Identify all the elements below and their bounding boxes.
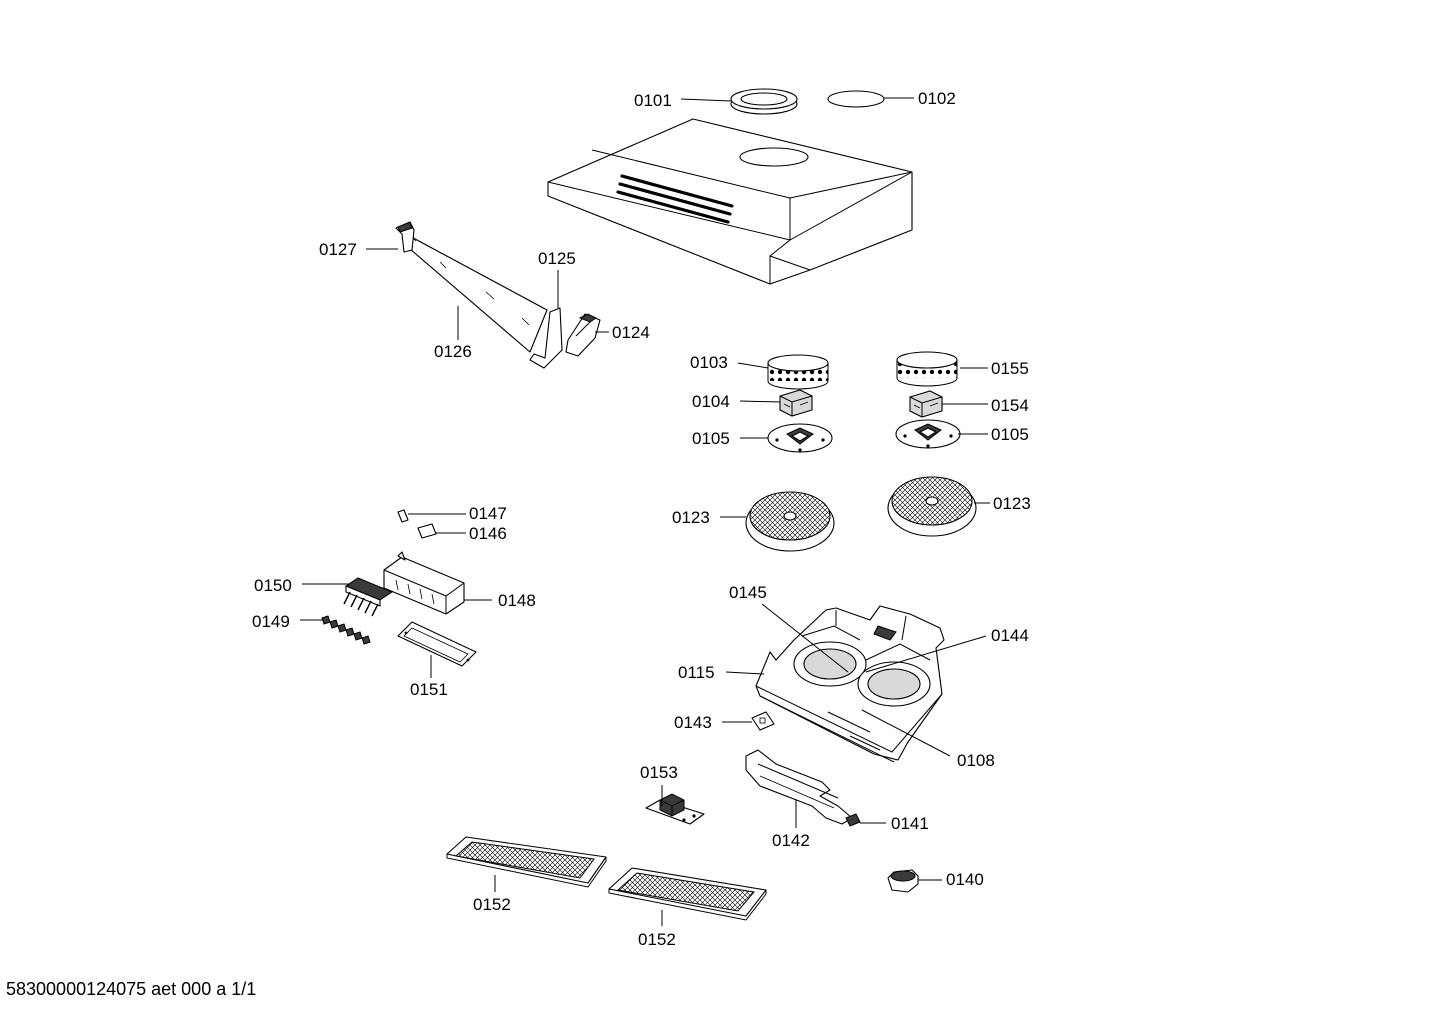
part-0104-motor (779, 389, 813, 417)
label-0146: 0146 (469, 524, 507, 543)
label-0103: 0103 (690, 353, 728, 372)
part-0152-metal-filter-right (608, 867, 767, 921)
label-0115: 0115 (678, 663, 715, 682)
part-0127-bracket (395, 221, 415, 253)
part-0143-plate (751, 711, 775, 731)
part-0141-clip (845, 813, 861, 827)
part-0148-switch-housing (383, 551, 465, 615)
label-0101: 0101 (634, 91, 672, 110)
label-0141: 0141 (891, 814, 929, 833)
part-0102-flap (827, 90, 885, 108)
label-0149: 0149 (252, 612, 290, 631)
part-0153-relay-board (645, 793, 705, 825)
label-0105-left: 0105 (692, 429, 730, 448)
label-0127: 0127 (319, 240, 357, 259)
label-0153: 0153 (640, 763, 678, 782)
label-0105-right: 0105 (991, 425, 1029, 444)
part-0146-cover (417, 523, 437, 539)
label-0148: 0148 (498, 591, 536, 610)
label-0104: 0104 (692, 392, 730, 411)
label-0152-left: 0152 (473, 895, 511, 914)
part-0152-metal-filter-left (446, 836, 607, 888)
part-0142-bracket (745, 749, 853, 825)
label-0145: 0145 (729, 583, 767, 602)
label-0102: 0102 (918, 89, 956, 108)
part-0150-switch-block (343, 577, 394, 617)
document-id: 58300000124075 aet 000 a 1/1 (6, 979, 257, 999)
part-0115-blower-housing (755, 605, 945, 763)
label-0124: 0124 (612, 323, 650, 342)
label-0155: 0155 (991, 359, 1029, 378)
part-0147-clip (397, 509, 409, 523)
label-0144: 0144 (991, 626, 1029, 645)
part-labels: 0101 0102 0127 0125 0126 0124 0103 0155 … (252, 89, 1031, 949)
leader-lines (300, 97, 990, 926)
part-0105-motor-plate-left (767, 423, 833, 453)
label-0125: 0125 (538, 249, 576, 268)
part-0105-motor-plate-right (895, 419, 961, 449)
label-0152-right: 0152 (638, 930, 676, 949)
part-0123-grease-filter-right (887, 476, 977, 537)
part-0124-clamp (565, 313, 601, 357)
label-0143: 0143 (674, 713, 712, 732)
label-0123-left: 0123 (672, 508, 710, 527)
hood-vent-slots (616, 174, 734, 224)
label-0142: 0142 (772, 831, 810, 850)
label-0140: 0140 (946, 870, 984, 889)
part-0154-motor (909, 390, 943, 418)
label-0147: 0147 (469, 504, 507, 523)
part-0126-glass-panel (402, 232, 548, 353)
part-0155-fan-wheel (896, 351, 958, 387)
label-0123-right: 0123 (993, 494, 1031, 513)
label-0108: 0108 (957, 751, 995, 770)
part-0140-knob (887, 869, 919, 893)
part-0123-grease-filter-left (745, 491, 835, 552)
hood-body (547, 118, 913, 285)
label-0151: 0151 (410, 680, 448, 699)
part-0151-lamp-cover (397, 621, 477, 667)
label-0126: 0126 (434, 342, 472, 361)
part-0125-clip (529, 307, 563, 369)
label-0154: 0154 (991, 396, 1029, 415)
part-0101-collar (730, 88, 798, 115)
part-0103-fan-wheel (767, 354, 829, 390)
part-0149-buttons (321, 615, 371, 645)
label-0150: 0150 (254, 576, 292, 595)
